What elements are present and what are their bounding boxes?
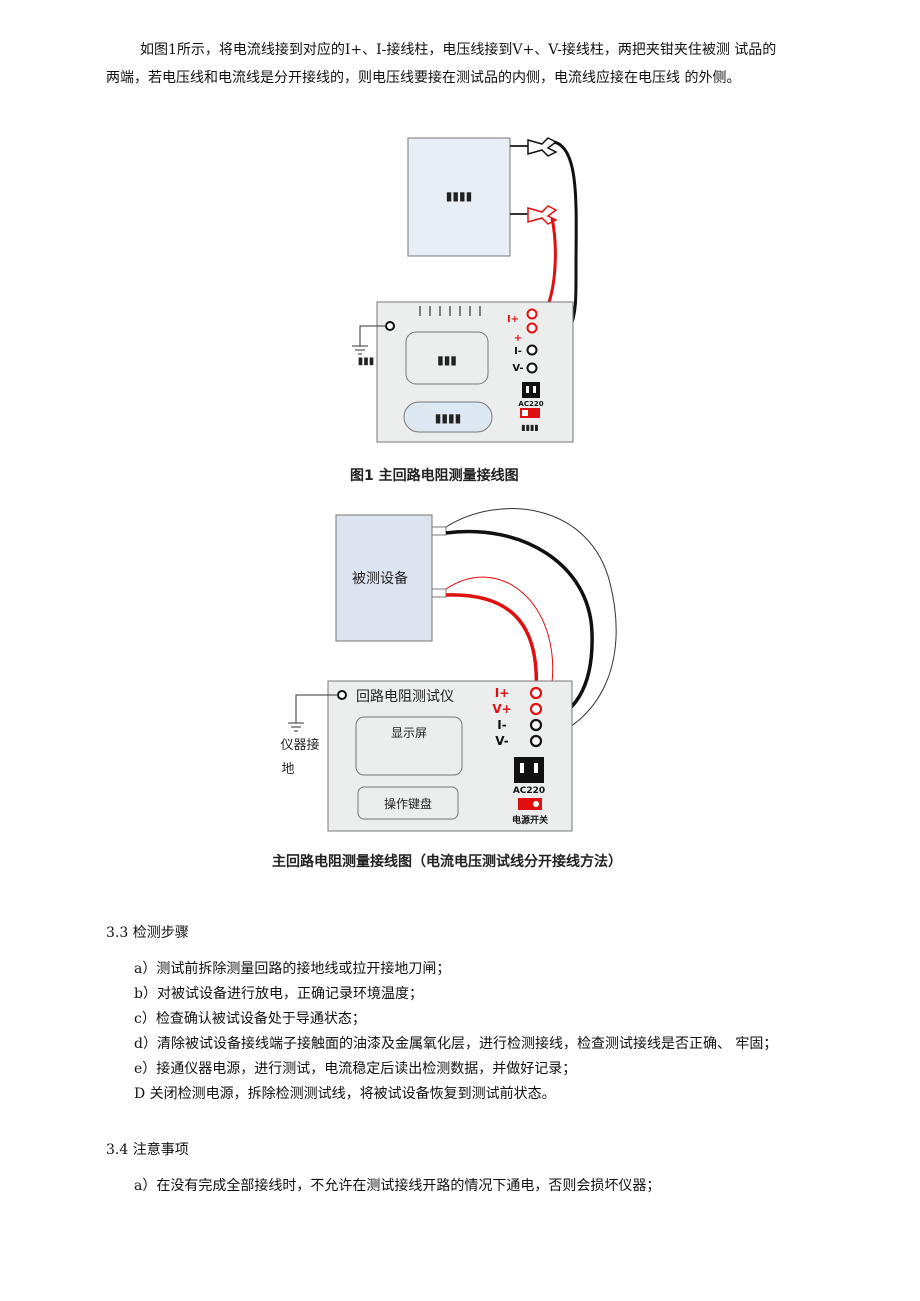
- step-item: c）检查确认被试设备处于导通状态；: [134, 1011, 366, 1027]
- fig1-terminal-label-4: V-: [512, 363, 523, 374]
- step-item: D 关闭检测电源，拆除检测测试线，将被试设备恢复到测试前状态。: [134, 1086, 556, 1102]
- fig2-device-terminal-bottom: [431, 588, 447, 598]
- fig1-keyboard-placeholder: ▮▮▮▮: [435, 411, 461, 425]
- step-item: d）清除被试设备接线端子接触面的油漆及金属氧化层，进行检测接线，检查测试接线是否…: [134, 1036, 778, 1052]
- intro-paragraph-line1: 如图1所示，将电流线接到对应的I+、I-接线柱，电压线接到V+、V-接线柱，两把…: [140, 42, 777, 58]
- section-3-4-heading: 3.4 注意事项: [106, 1142, 189, 1158]
- fig1-terminal-v-plus: [526, 322, 538, 334]
- fig1-terminal-label-3: I-: [514, 346, 522, 357]
- fig1-terminal-i-minus: [526, 344, 538, 356]
- fig2-ac-label: AC220: [513, 786, 545, 796]
- fig1-top-ticks: [419, 306, 481, 316]
- fig1-black-clamp: [527, 137, 558, 157]
- fig2-ground-terminal: [337, 690, 347, 700]
- figure2-caption: 主回路电阻测量接线图（电流电压测试线分开接线方法）: [272, 854, 622, 870]
- fig2-ground-symbol: [288, 694, 338, 732]
- notice-item: a）在没有完成全部接线时，不允许在测试接线开路的情况下通电，否则会损坏仪器；: [134, 1178, 661, 1194]
- fig1-device-placeholder: ▮▮▮▮: [446, 189, 472, 203]
- fig1-ac-label: AC220: [518, 400, 543, 408]
- fig1-red-wire: [544, 217, 557, 311]
- fig2-ac-socket: [514, 757, 544, 783]
- fig1-ground-placeholder: ▮▮▮: [358, 356, 375, 367]
- fig2-keyboard-label: 操作键盘: [384, 796, 432, 811]
- fig1-terminal-v-minus: [526, 362, 538, 374]
- figure1-wiring-diagram: ▮▮▮▮ ▮▮▮ ▮▮▮▮ ▮▮▮ I+ + I- V- AC220 ▮▮▮▮: [352, 137, 578, 443]
- fig2-terminal-label-4: V-: [495, 734, 508, 748]
- step-item: a）测试前拆除测量回路的接地线或拉开接地刀闸；: [134, 961, 451, 977]
- figure1-caption: 图1 主回路电阻测量接线图: [350, 468, 519, 484]
- fig1-ground-symbol: [352, 325, 386, 355]
- fig2-terminal-i-minus: [529, 718, 543, 732]
- fig2-ground-label-line1: 仪器接: [280, 737, 319, 753]
- fig2-screen: [355, 716, 463, 776]
- fig2-terminal-i-plus: [529, 686, 543, 700]
- fig1-power-switch: [520, 408, 540, 418]
- fig1-keyboard: [403, 401, 493, 433]
- fig2-ground-label-line2: 地: [281, 762, 294, 777]
- fig2-device-terminal-top: [431, 526, 447, 536]
- fig2-terminal-label-1: I+: [495, 686, 510, 700]
- fig2-terminal-v-plus: [529, 702, 543, 716]
- fig1-terminal-label-2: +: [514, 333, 522, 344]
- fig2-test-device: [335, 514, 433, 642]
- fig2-device-label: 被测设备: [352, 570, 408, 587]
- fig1-screen: [405, 331, 489, 385]
- fig2-instrument-title: 回路电阻测试仪: [356, 689, 454, 705]
- fig1-screen-placeholder: ▮▮▮: [437, 353, 457, 367]
- intro-paragraph-line2: 两端，若电压线和电流线是分开接线的，则电压线要接在测试品的内侧，电流线应接在电压…: [106, 70, 741, 86]
- step-item: b）对被试设备进行放电，正确记录环境温度；: [134, 986, 423, 1002]
- fig1-terminal-i-plus: [526, 308, 538, 320]
- figure2-wiring-diagram: 被测设备 回路电阻测试仪 显示屏 操作键盘 仪器接 地 I+ V+ I- V- …: [280, 508, 617, 832]
- fig1-switch-placeholder: ▮▮▮▮: [521, 423, 539, 432]
- fig1-test-device: [407, 137, 511, 257]
- section-3-3-heading: 3.3 检测步骤: [106, 925, 189, 941]
- fig2-screen-label: 显示屏: [391, 726, 427, 740]
- step-item: e）接通仪器电源，进行测试，电流稳定后读出检测数据，并做好记录；: [134, 1061, 577, 1077]
- fig2-terminal-label-3: I-: [497, 718, 506, 732]
- fig2-terminal-label-2: V+: [492, 702, 511, 716]
- fig2-terminal-v-minus: [529, 734, 543, 748]
- fig1-terminal-label-1: I+: [507, 314, 519, 325]
- fig1-ground-terminal: [385, 321, 395, 331]
- fig2-switch-label: 电源开关: [512, 814, 548, 826]
- fig2-thin-outer-wire: [445, 508, 617, 742]
- fig2-red-wire: [445, 593, 539, 694]
- fig1-ac-socket: [522, 382, 540, 398]
- fig2-keyboard: [357, 786, 459, 820]
